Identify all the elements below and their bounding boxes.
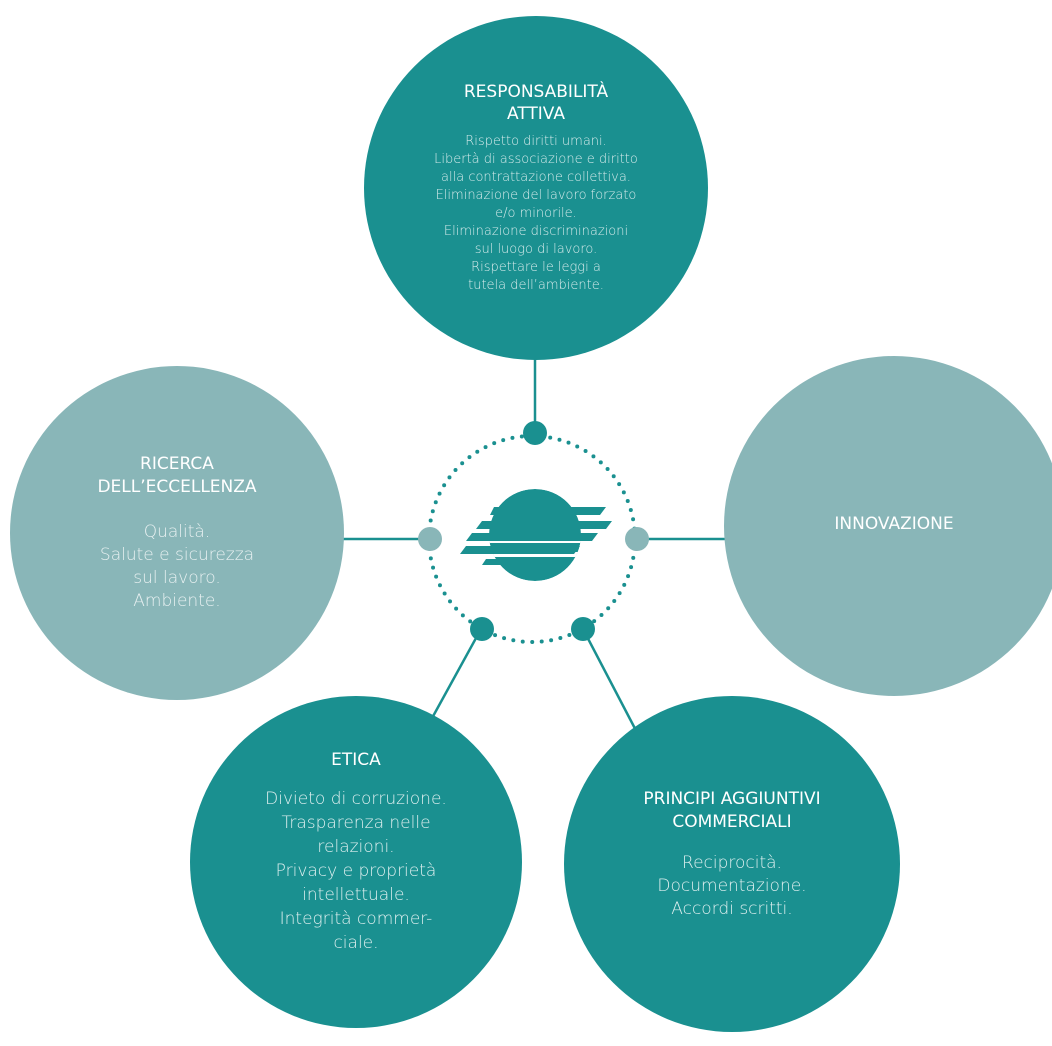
striped-globe-logo-icon bbox=[460, 489, 612, 581]
joint-principi bbox=[571, 617, 595, 641]
node-title: RESPONSABILITÀ ATTIVA bbox=[463, 82, 609, 124]
node-title: INNOVAZIONE bbox=[834, 514, 954, 534]
connector-principi bbox=[581, 628, 644, 743]
node-innovazione: INNOVAZIONE bbox=[724, 356, 1052, 696]
node-title: PRINCIPI AGGIUNTIVI COMMERCIALI bbox=[643, 788, 821, 832]
node-ricerca-eccellenza: RICERCA DELL’ECCELLENZA Qualità. Salute … bbox=[10, 366, 344, 700]
node-body: Qualità. Salute e sicurezza sul lavoro. … bbox=[99, 522, 255, 611]
joint-ricerca bbox=[418, 527, 442, 551]
joint-responsabilita bbox=[523, 421, 547, 445]
node-etica: ETICA Divieto di corruzione. Trasparenza… bbox=[190, 696, 522, 1028]
node-principi-commerciali: PRINCIPI AGGIUNTIVI COMMERCIALI Reciproc… bbox=[564, 696, 900, 1032]
node-title: ETICA bbox=[331, 750, 381, 770]
joint-innovazione bbox=[625, 527, 649, 551]
node-body: Reciprocità. Documentazione. Accordi scr… bbox=[657, 852, 807, 919]
node-body: Divieto di corruzione. Trasparenza nelle… bbox=[265, 789, 447, 953]
node-title: RICERCA DELL’ECCELLENZA bbox=[97, 454, 257, 497]
node-responsabilita-attiva: RESPONSABILITÀ ATTIVA Rispetto diritti u… bbox=[364, 16, 708, 360]
node-body: Rispetto diritti umani. Libertà di assoc… bbox=[434, 134, 638, 293]
joint-etica bbox=[470, 617, 494, 641]
